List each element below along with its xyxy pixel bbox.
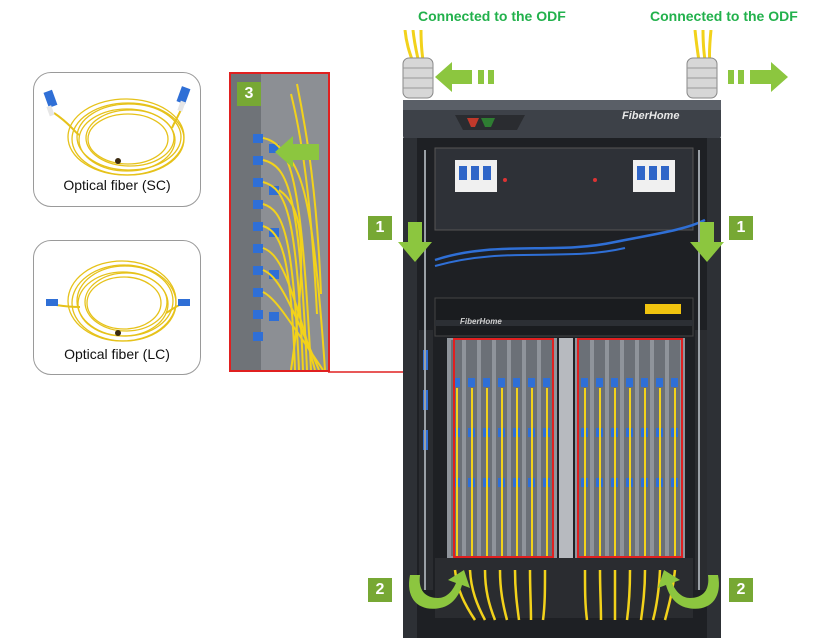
detail-zoom-image	[231, 74, 328, 370]
fiber-card-sc: Optical fiber (SC)	[33, 72, 201, 207]
lc-fiber-caption: Optical fiber (LC)	[64, 346, 170, 362]
odf-arrow-left-icon	[435, 62, 472, 92]
curved-arrow-right-icon	[658, 570, 719, 609]
odf-arrow-right-dash-1	[728, 70, 734, 84]
detail-zoom-panel: 3	[229, 72, 330, 372]
callout-badge-2-left: 2	[368, 578, 392, 602]
slot-cards-left	[451, 340, 552, 556]
cable-coil-right-icon	[686, 30, 718, 99]
slot-cards-right	[579, 340, 680, 556]
sc-fiber-caption: Optical fiber (SC)	[63, 177, 171, 193]
zoom-green-arrow-icon	[275, 136, 319, 168]
subrack-brand-logo: FiberHome	[460, 317, 502, 326]
cable-coil-left-icon	[402, 30, 434, 99]
callout-badge-2-right: 2	[729, 578, 753, 602]
odf-arrow-right-icon	[750, 62, 788, 92]
highlight-box-right-slots	[577, 338, 683, 558]
callout-badge-1-right: 1	[729, 216, 753, 240]
odf-arrow-right-dash-2	[738, 70, 744, 84]
odf-label-right: Connected to the ODF	[650, 8, 798, 24]
lc-fiber-coil-image	[46, 260, 190, 342]
callout-badge-1-left: 1	[368, 216, 392, 240]
odf-label-left: Connected to the ODF	[418, 8, 566, 24]
fiber-card-lc: Optical fiber (LC)	[33, 240, 201, 375]
highlight-box-left-slots	[453, 338, 554, 558]
odf-arrow-left-dash-2	[488, 70, 494, 84]
curved-arrow-left-icon	[409, 570, 470, 609]
detail-leader-line	[328, 371, 404, 373]
zoom-connector-rows	[253, 134, 279, 341]
callout-badge-3: 3	[237, 82, 261, 106]
down-arrow-left-icon	[398, 222, 432, 262]
cabinet-brand-logo: FiberHome	[622, 110, 680, 122]
down-arrow-right-icon	[690, 222, 724, 262]
odf-arrow-left-dash-1	[478, 70, 484, 84]
sc-fiber-coil-image	[43, 86, 191, 176]
